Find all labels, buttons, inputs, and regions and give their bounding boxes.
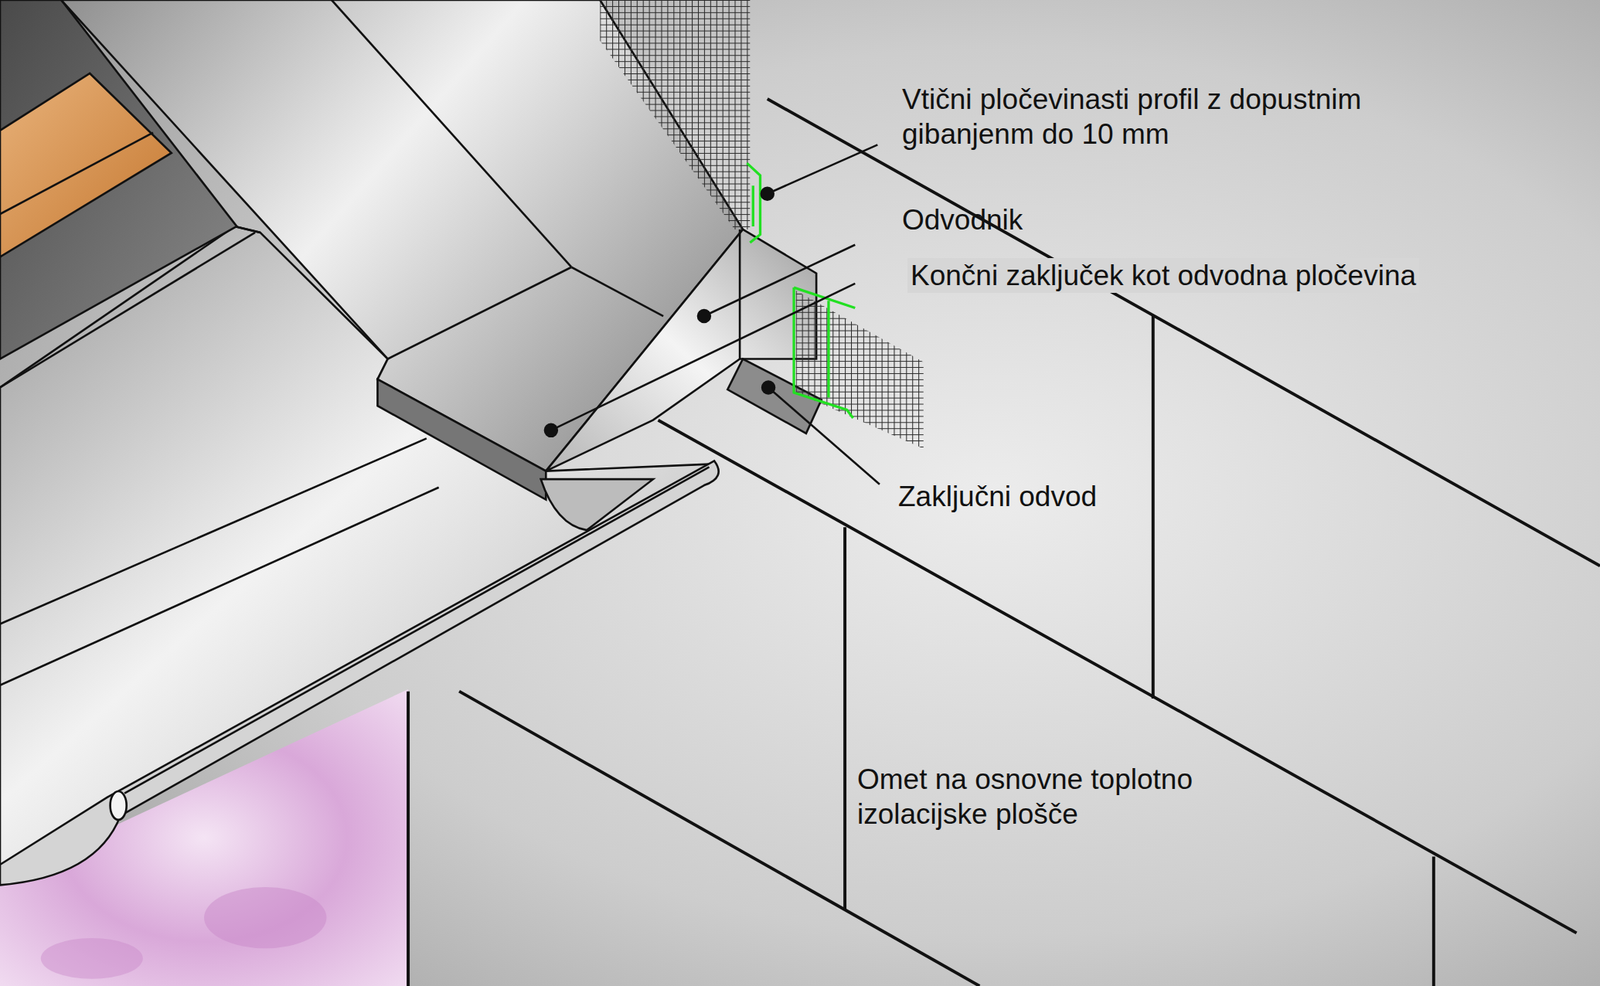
callout-label: Zaključni odvod <box>898 479 1097 515</box>
callout-label: Vtični pločevinasti profil z dopustnim g… <box>902 81 1490 152</box>
callout-label: Omet na osnovne toplotno izolacijske plo… <box>857 762 1291 832</box>
callout-label: Končni zaključek kot odvodna pločevina <box>907 258 1420 293</box>
callout-label: Odvodnik <box>902 202 1023 238</box>
